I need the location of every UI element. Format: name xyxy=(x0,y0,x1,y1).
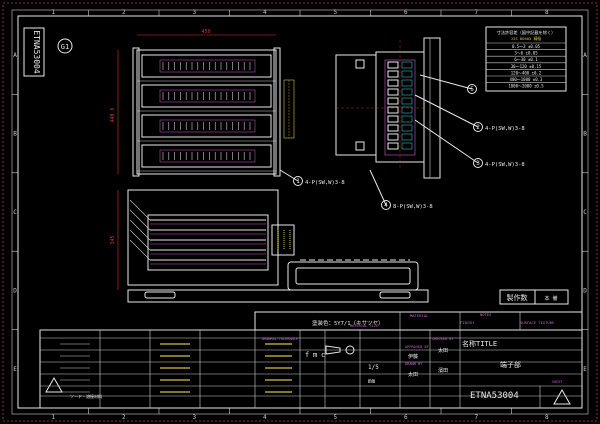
grid-row-D: D xyxy=(13,287,17,294)
grid-row-labels-left: A B C D E xyxy=(12,52,18,373)
paint-note: 塗装色：5Y7/1（キサツヤ） xyxy=(312,319,384,327)
tol-grade-c: c xyxy=(321,351,325,359)
grid-col-5: 5 xyxy=(333,9,337,16)
tolerance-row: 400～1000 ±0.3 xyxy=(510,77,543,82)
dim-plan-depth: 345 xyxy=(110,235,116,244)
grid-col-bottom-8: 8 xyxy=(545,414,549,421)
grid-col-7: 7 xyxy=(474,9,478,16)
callout-3-label: 4-P(SW,W)3-8 xyxy=(485,162,525,168)
callout-2-number: 2 xyxy=(476,124,480,131)
grid-row-E: E xyxy=(13,366,17,373)
tolerance-row: 3～6 ±0.05 xyxy=(514,51,538,56)
tolerance-row: 0.5～3 ±0.05 xyxy=(512,44,541,49)
work-box xyxy=(499,289,569,305)
dim-top-width: 450 xyxy=(201,29,210,35)
grid-col-1: 1 xyxy=(51,9,55,16)
checked-label: CHECKED BY xyxy=(432,337,454,341)
checked-name: 太田 xyxy=(438,347,448,354)
notes-label: NOTES xyxy=(480,312,492,317)
grid-row-C: C xyxy=(13,209,17,216)
grid-col-8: 8 xyxy=(545,9,549,16)
callout-4-label: 8-P(SW,W)3-8 xyxy=(393,204,433,210)
side-view xyxy=(335,37,441,179)
approved-name: 伊藤 xyxy=(408,353,418,360)
callout-1-label: 4-P(SW,W)3-8 xyxy=(305,180,345,186)
dim-front-height: 440.6 xyxy=(110,107,116,122)
material-size-label: MATERIAL SIZE xyxy=(350,324,378,328)
grid-column-labels-bottom: 1 2 3 4 5 6 7 8 xyxy=(51,408,549,421)
grid-row-right-C: C xyxy=(583,209,587,216)
vertical-drawing-id: ETNA53004 xyxy=(32,30,41,74)
grid-row-right-E: E xyxy=(583,366,587,373)
finish-label: FINISH xyxy=(460,320,474,325)
company-name: ソード・溶接材料 xyxy=(70,393,102,399)
grid-col-bottom-6: 6 xyxy=(404,414,408,421)
tolerance-row: 30～120 ±0.15 xyxy=(511,64,542,69)
grid-col-6: 6 xyxy=(404,9,408,16)
grid-row-A: A xyxy=(13,52,17,59)
front-view: 450 440.6 xyxy=(110,29,295,177)
drawn-name: 太田 xyxy=(408,371,418,378)
title-block: MATERIAL FINISH SURFACE TEXTURE NOTES MA… xyxy=(39,311,583,409)
grid-col-4: 4 xyxy=(263,9,267,16)
grid-col-bottom-1: 1 xyxy=(51,414,55,421)
callout-1-number: 1 xyxy=(296,178,300,185)
scale-value: 1/5 xyxy=(368,364,379,371)
work-count-value: 本 備 xyxy=(544,295,557,302)
grid-column-labels-top: 1 2 3 4 5 6 7 8 xyxy=(51,9,549,16)
tolerance-row: 6～30 ±0.1 xyxy=(514,57,538,62)
drawing-number: ETNA53004 xyxy=(470,391,519,401)
title-value: 端子部 xyxy=(500,360,521,369)
revision-label: G1 xyxy=(61,43,69,51)
tol-grade-f: f xyxy=(305,351,309,359)
designed-name: 濱田 xyxy=(438,367,448,374)
grid-col-2: 2 xyxy=(122,9,126,16)
callout-group: 1 4-P(SW,W)3-8 2 4-P(SW,W)3-8 3 4-P(SW,W)3-8 4… xyxy=(279,74,525,210)
tolerance-title: 寸法許容差（図中記載を除く） xyxy=(497,29,556,36)
grid-col-bottom-5: 5 xyxy=(333,414,337,421)
plan-view: 345 xyxy=(110,189,429,303)
grid-row-B: B xyxy=(13,131,17,138)
surface-label: SURFACE TEXTURE xyxy=(520,320,555,325)
drawn-label: DRAWN BY xyxy=(405,362,423,366)
callout-3-number: 3 xyxy=(476,160,480,167)
material-label: MATERIAL xyxy=(410,313,429,318)
callout-4-number: 4 xyxy=(384,202,388,209)
grid-col-bottom-7: 7 xyxy=(474,414,478,421)
grid-row-right-A: A xyxy=(583,52,587,59)
general-tol-label: GENERAL TOLERANCE xyxy=(262,337,298,341)
grid-col-3: 3 xyxy=(192,9,196,16)
unit-value: mm xyxy=(368,378,376,385)
tol-grade-m: m xyxy=(313,351,317,359)
grid-row-right-D: D xyxy=(583,287,587,294)
grid-col-bottom-2: 2 xyxy=(122,414,126,421)
grid-col-bottom-4: 4 xyxy=(263,414,267,421)
approved-label: APPROVED BY xyxy=(405,345,430,349)
tolerance-table: 寸法許容差（図中記載を除く） JIS B0405 精級 0.5～3 ±0.05 3… xyxy=(485,26,567,92)
grid-col-bottom-3: 3 xyxy=(192,414,196,421)
revision-circle xyxy=(57,38,73,54)
callout-2-label: 4-P(SW,W)3-8 xyxy=(485,126,525,132)
work-count-label: 製作数 xyxy=(507,293,528,302)
callout-5-number: 5 xyxy=(470,86,474,93)
grid-row-right-B: B xyxy=(583,131,587,138)
sheet-label: SHEET xyxy=(552,380,564,384)
tolerance-row: 1000～2000 ±0.5 xyxy=(508,84,544,89)
tolerance-subtitle: JIS B0405 精級 xyxy=(511,36,542,41)
tolerance-row: 120～400 ±0.2 xyxy=(511,70,542,75)
vertical-id-box xyxy=(23,27,45,77)
title-label: 名称TITLE xyxy=(462,339,497,348)
grid-row-labels-right: A B C D E xyxy=(582,52,588,373)
